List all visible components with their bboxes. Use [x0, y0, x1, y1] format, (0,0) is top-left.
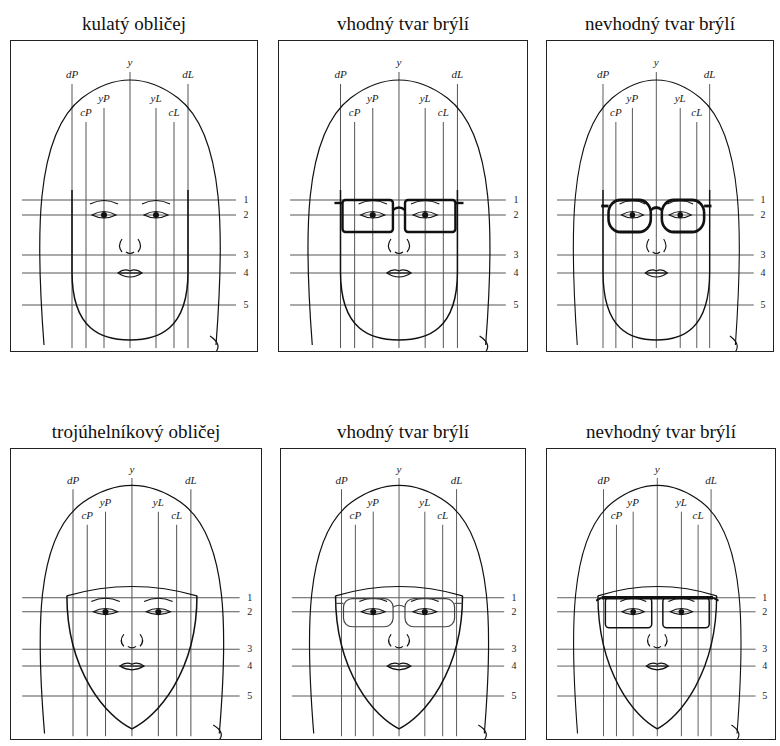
line-label: y — [397, 463, 402, 474]
panel-heading: vhodný tvar brýlí — [337, 421, 469, 443]
line-label: cP — [81, 510, 93, 521]
face-panel: nevhodný tvar brýlí — [546, 448, 776, 740]
row-number: 3 — [247, 644, 252, 654]
line-label: y — [129, 463, 134, 474]
row-number: 1 — [513, 195, 518, 205]
line-label: cP — [80, 107, 92, 118]
panel-heading: nevhodný tvar brýlí — [585, 13, 735, 35]
line-label: yP — [627, 497, 639, 508]
row-number: 1 — [512, 593, 517, 603]
line-label: yL — [419, 497, 430, 508]
row-number: 5 — [513, 300, 518, 310]
face-panel: trojúhelníkový obličej — [10, 448, 262, 740]
line-label: y — [397, 57, 402, 68]
row-number: 5 — [244, 300, 249, 310]
line-label: yL — [420, 93, 431, 104]
row-number: 1 — [760, 195, 765, 205]
line-label: cP — [350, 510, 362, 521]
line-label: y — [654, 57, 659, 68]
line-label: yL — [153, 497, 164, 508]
line-label: dL — [452, 69, 464, 80]
panel-heading: nevhodný tvar brýlí — [586, 421, 736, 443]
row-number: 3 — [512, 644, 517, 654]
row-number: 4 — [762, 661, 767, 671]
face-panel: kulatý obličej — [10, 40, 258, 352]
line-label: dL — [185, 474, 197, 485]
face-panel: vhodný tvar brýlí — [278, 40, 528, 352]
line-label: dP — [66, 69, 78, 80]
line-label: y — [128, 57, 133, 68]
line-label: cL — [693, 510, 704, 521]
row-number: 2 — [247, 607, 252, 617]
line-label: dL — [451, 474, 463, 485]
line-label: cP — [610, 107, 622, 118]
row-number: 2 — [760, 210, 765, 220]
row-number: 3 — [244, 250, 249, 260]
line-label: yP — [367, 497, 379, 508]
row-number: 2 — [762, 607, 767, 617]
line-label: yP — [100, 497, 112, 508]
line-label: cL — [691, 107, 702, 118]
row-number: 1 — [762, 593, 767, 603]
row-number: 4 — [244, 268, 249, 278]
row-number: 2 — [512, 607, 517, 617]
line-label: yP — [367, 93, 379, 104]
line-label: yP — [98, 93, 110, 104]
line-label: cP — [349, 107, 361, 118]
row-number: 5 — [760, 300, 765, 310]
row-number: 3 — [762, 644, 767, 654]
face-panel: vhodný tvar brýlí — [280, 448, 526, 740]
panel-heading: kulatý obličej — [82, 13, 186, 35]
line-label: dP — [335, 474, 347, 485]
line-label: dP — [334, 69, 346, 80]
line-label: cP — [611, 510, 623, 521]
row-number: 3 — [760, 250, 765, 260]
row-number: 5 — [247, 691, 252, 701]
line-label: yL — [676, 497, 687, 508]
panel-heading: trojúhelníkový obličej — [52, 421, 220, 443]
face-panel: nevhodný tvar brýlí — [546, 40, 774, 352]
line-label: dL — [705, 474, 717, 485]
line-label: dP — [597, 474, 609, 485]
row-number: 4 — [513, 268, 518, 278]
line-label: cL — [438, 107, 449, 118]
line-label: dL — [704, 69, 716, 80]
line-label: dL — [182, 69, 194, 80]
panel-heading: vhodný tvar brýlí — [337, 13, 469, 35]
line-label: dP — [597, 69, 609, 80]
line-label: y — [655, 463, 660, 474]
row-number: 1 — [244, 195, 249, 205]
row-number: 1 — [247, 593, 252, 603]
row-number: 4 — [512, 661, 517, 671]
row-number: 3 — [513, 250, 518, 260]
line-label: cL — [437, 510, 448, 521]
row-number: 5 — [512, 691, 517, 701]
row-number: 2 — [513, 210, 518, 220]
line-label: dP — [67, 474, 79, 485]
row-number: 5 — [762, 691, 767, 701]
row-number: 4 — [760, 268, 765, 278]
row-number: 4 — [247, 661, 252, 671]
line-label: yP — [627, 93, 639, 104]
line-label: cL — [169, 107, 180, 118]
line-label: yL — [675, 93, 686, 104]
line-label: yL — [151, 93, 162, 104]
line-label: cL — [171, 510, 182, 521]
row-number: 2 — [244, 210, 249, 220]
